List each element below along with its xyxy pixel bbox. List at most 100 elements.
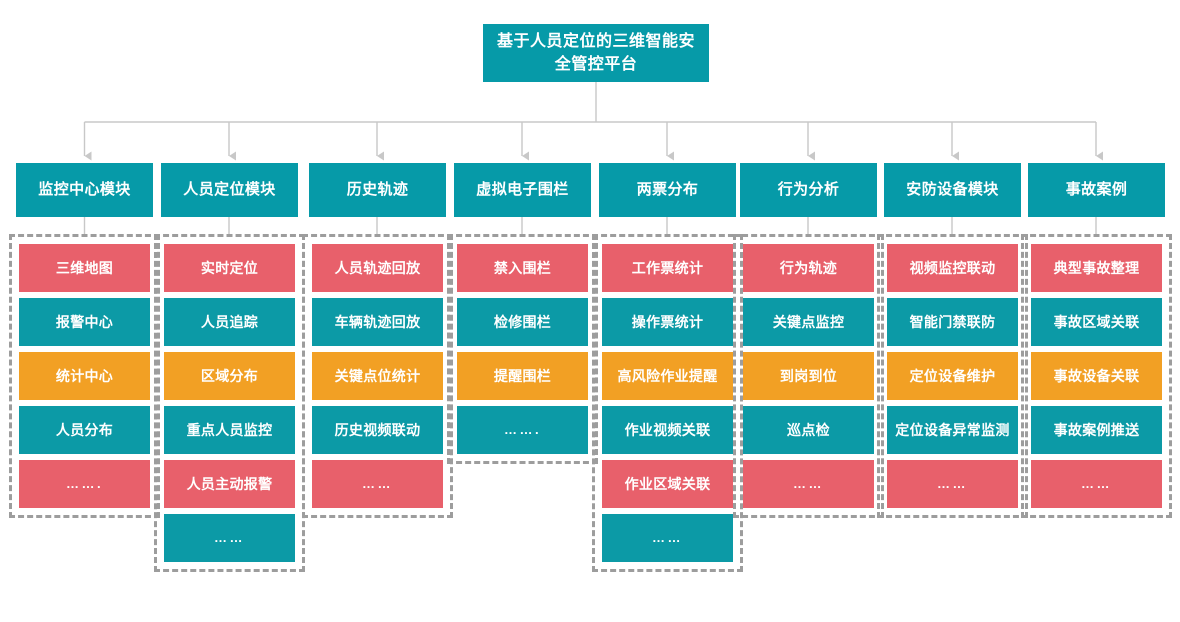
root-platform-box[interactable]: 基于人员定位的三维智能安全管控平台 <box>483 24 709 82</box>
module-item-label: 作业视频关联 <box>624 421 711 438</box>
module-header-2[interactable]: 人员定位模块 <box>161 163 298 217</box>
module-item[interactable]: 作业视频关联 <box>602 406 733 454</box>
module-header-label-6: 行为分析 <box>777 180 840 198</box>
module-item[interactable]: …… <box>164 514 295 562</box>
module-item-label: 工作票统计 <box>631 259 704 276</box>
module-item[interactable]: 报警中心 <box>19 298 150 346</box>
module-item[interactable]: 事故设备关联 <box>1031 352 1162 400</box>
module-item[interactable]: …… <box>887 460 1018 508</box>
module-item[interactable]: …… <box>1031 460 1162 508</box>
module-item-label: 三维地图 <box>55 259 114 276</box>
module-item[interactable]: 行为轨迹 <box>743 244 874 292</box>
module-item[interactable]: 人员追踪 <box>164 298 295 346</box>
module-items-group-5: 工作票统计 操作票统计 高风险作业提醒 作业视频关联 作业区域关联 …… <box>592 234 743 572</box>
module-items-group-8: 典型事故整理 事故区域关联 事故设备关联 事故案例推送 …… <box>1021 234 1172 518</box>
module-item-label: 事故案例推送 <box>1053 421 1140 438</box>
module-item-label: 实时定位 <box>200 259 259 276</box>
module-item[interactable]: …… <box>602 514 733 562</box>
module-item-label: 视频监控联动 <box>909 259 996 276</box>
module-item-label: 定位设备异常监测 <box>895 421 1010 438</box>
module-header-4[interactable]: 虚拟电子围栏 <box>454 163 591 217</box>
module-item-label: 车辆轨迹回放 <box>334 313 421 330</box>
module-item[interactable]: ……. <box>19 460 150 508</box>
module-header-label-7: 安防设备模块 <box>906 180 999 198</box>
module-items-group-4: 禁入围栏 检修围栏 提醒围栏 ……. <box>447 234 598 464</box>
module-item[interactable]: 区域分布 <box>164 352 295 400</box>
module-item-label: …… <box>652 530 683 546</box>
module-header-label-1: 监控中心模块 <box>38 180 131 198</box>
module-item[interactable]: 禁入围栏 <box>457 244 588 292</box>
module-item-label: 定位设备维护 <box>909 367 996 384</box>
root-platform-title: 基于人员定位的三维智能安全管控平台 <box>497 32 696 73</box>
module-item[interactable]: 关键点监控 <box>743 298 874 346</box>
module-item-label: 区域分布 <box>200 367 259 384</box>
module-item-label: 报警中心 <box>55 313 114 330</box>
module-item-label: 统计中心 <box>55 367 114 384</box>
module-item[interactable]: 三维地图 <box>19 244 150 292</box>
module-item-label: 提醒围栏 <box>493 367 552 384</box>
module-item[interactable]: 人员分布 <box>19 406 150 454</box>
module-item-label: …… <box>937 476 968 492</box>
module-item-label: 关键点位统计 <box>334 367 421 384</box>
module-item[interactable]: 事故区域关联 <box>1031 298 1162 346</box>
module-item-label: ……. <box>65 476 104 492</box>
module-item-label: 巡点检 <box>787 421 830 438</box>
module-item[interactable]: 重点人员监控 <box>164 406 295 454</box>
module-items-group-6: 行为轨迹 关键点监控 到岗到位 巡点检 …… <box>733 234 884 518</box>
module-item[interactable]: 高风险作业提醒 <box>602 352 733 400</box>
module-item[interactable]: 检修围栏 <box>457 298 588 346</box>
module-item-label: 智能门禁联防 <box>909 313 996 330</box>
module-item[interactable]: 定位设备异常监测 <box>887 406 1018 454</box>
module-header-label-4: 虚拟电子围栏 <box>476 180 569 198</box>
module-item-label: …… <box>1081 476 1112 492</box>
module-item[interactable]: 巡点检 <box>743 406 874 454</box>
module-header-1[interactable]: 监控中心模块 <box>16 163 153 217</box>
module-items-group-2: 实时定位 人员追踪 区域分布 重点人员监控 人员主动报警 …… <box>154 234 305 572</box>
module-item-label: 高风险作业提醒 <box>617 367 718 384</box>
module-item[interactable]: ……. <box>457 406 588 454</box>
module-item[interactable]: 统计中心 <box>19 352 150 400</box>
module-item-label: 人员追踪 <box>200 313 259 330</box>
module-item[interactable]: 提醒围栏 <box>457 352 588 400</box>
module-item-label: …… <box>793 476 824 492</box>
module-item-label: …… <box>214 530 245 546</box>
module-item[interactable]: 视频监控联动 <box>887 244 1018 292</box>
module-item-label: 关键点监控 <box>772 313 845 330</box>
module-item[interactable]: 人员轨迹回放 <box>312 244 443 292</box>
module-item[interactable]: 到岗到位 <box>743 352 874 400</box>
module-items-group-3: 人员轨迹回放 车辆轨迹回放 关键点位统计 历史视频联动 …… <box>302 234 453 518</box>
module-item[interactable]: 智能门禁联防 <box>887 298 1018 346</box>
module-item-label: 禁入围栏 <box>493 259 552 276</box>
module-item-label: …… <box>362 476 393 492</box>
module-item[interactable]: 关键点位统计 <box>312 352 443 400</box>
module-header-label-2: 人员定位模块 <box>183 180 276 198</box>
module-header-3[interactable]: 历史轨迹 <box>309 163 446 217</box>
module-item[interactable]: 实时定位 <box>164 244 295 292</box>
module-header-7[interactable]: 安防设备模块 <box>884 163 1021 217</box>
module-item[interactable]: 定位设备维护 <box>887 352 1018 400</box>
module-item[interactable]: …… <box>743 460 874 508</box>
module-item[interactable]: 人员主动报警 <box>164 460 295 508</box>
module-item[interactable]: 操作票统计 <box>602 298 733 346</box>
module-header-label-5: 两票分布 <box>636 180 699 198</box>
module-item-label: 人员分布 <box>55 421 114 438</box>
module-item[interactable]: 作业区域关联 <box>602 460 733 508</box>
module-item-label: 事故设备关联 <box>1053 367 1140 384</box>
module-item-label: 人员主动报警 <box>186 475 273 492</box>
module-item-label: 历史视频联动 <box>334 421 421 438</box>
module-header-6[interactable]: 行为分析 <box>740 163 877 217</box>
module-item[interactable]: 工作票统计 <box>602 244 733 292</box>
module-items-group-1: 三维地图 报警中心 统计中心 人员分布 ……. <box>9 234 160 518</box>
module-item-label: 事故区域关联 <box>1053 313 1140 330</box>
module-item[interactable]: 历史视频联动 <box>312 406 443 454</box>
module-item-label: 操作票统计 <box>631 313 704 330</box>
module-items-group-7: 视频监控联动 智能门禁联防 定位设备维护 定位设备异常监测 …… <box>877 234 1028 518</box>
module-item[interactable]: 事故案例推送 <box>1031 406 1162 454</box>
module-header-5[interactable]: 两票分布 <box>599 163 736 217</box>
module-item-label: 作业区域关联 <box>624 475 711 492</box>
module-header-8[interactable]: 事故案例 <box>1028 163 1165 217</box>
module-item[interactable]: …… <box>312 460 443 508</box>
module-item-label: 重点人员监控 <box>186 421 273 438</box>
module-item[interactable]: 典型事故整理 <box>1031 244 1162 292</box>
module-item[interactable]: 车辆轨迹回放 <box>312 298 443 346</box>
